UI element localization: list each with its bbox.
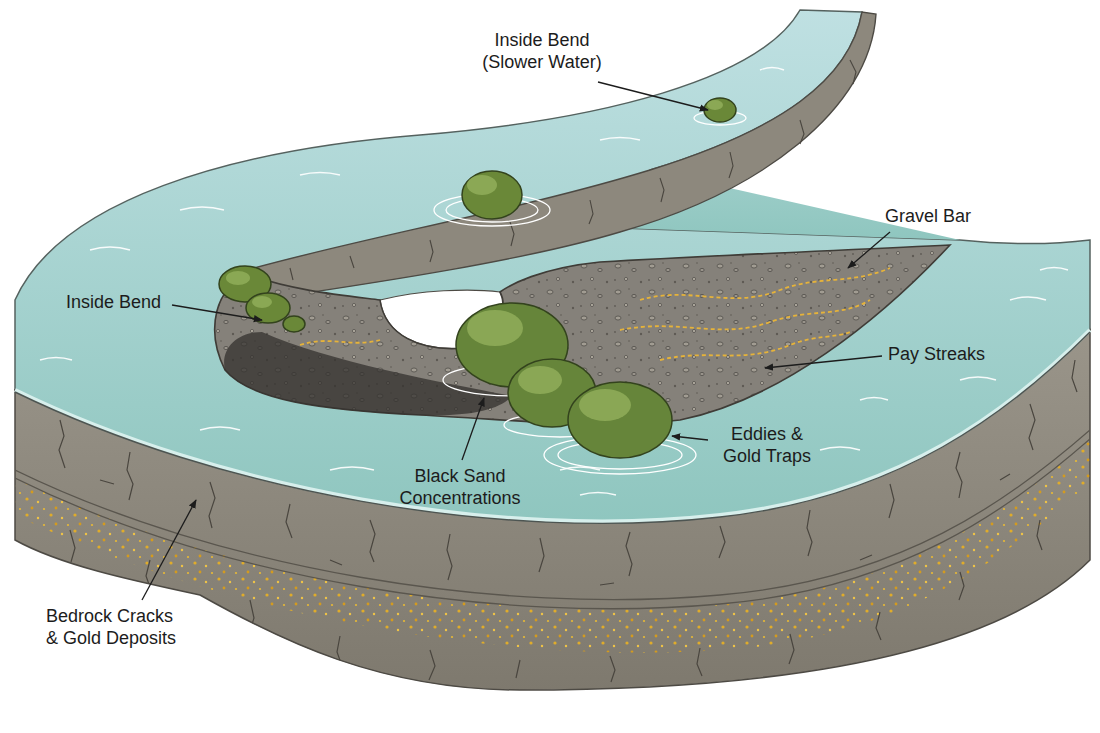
callout-label: Eddies & Gold Traps [712, 424, 822, 467]
bank-cracks [290, 60, 856, 280]
callout-label: Gravel Bar [885, 206, 995, 228]
gravel-bar [215, 245, 950, 424]
pay-streaks [300, 268, 890, 360]
water-rim [15, 330, 1090, 521]
water-ripples [40, 68, 1068, 496]
callout-label: Pay Streaks [888, 344, 1008, 366]
boulder-highlights [226, 100, 723, 421]
leader-lines [142, 82, 890, 600]
boulders [219, 98, 736, 458]
callout-label: Inside Bend [66, 292, 176, 314]
river-water [15, 10, 1090, 521]
gold-deposit-band [15, 440, 1090, 653]
callout-label: Inside Bend (Slower Water) [472, 30, 612, 73]
water-rim-edge [15, 332, 1090, 523]
callout-label: Black Sand Concentrations [390, 466, 530, 509]
eddy-rings [434, 111, 746, 474]
bedrock-face [15, 330, 1090, 690]
callout-label: Bedrock Cracks & Gold Deposits [46, 606, 186, 649]
